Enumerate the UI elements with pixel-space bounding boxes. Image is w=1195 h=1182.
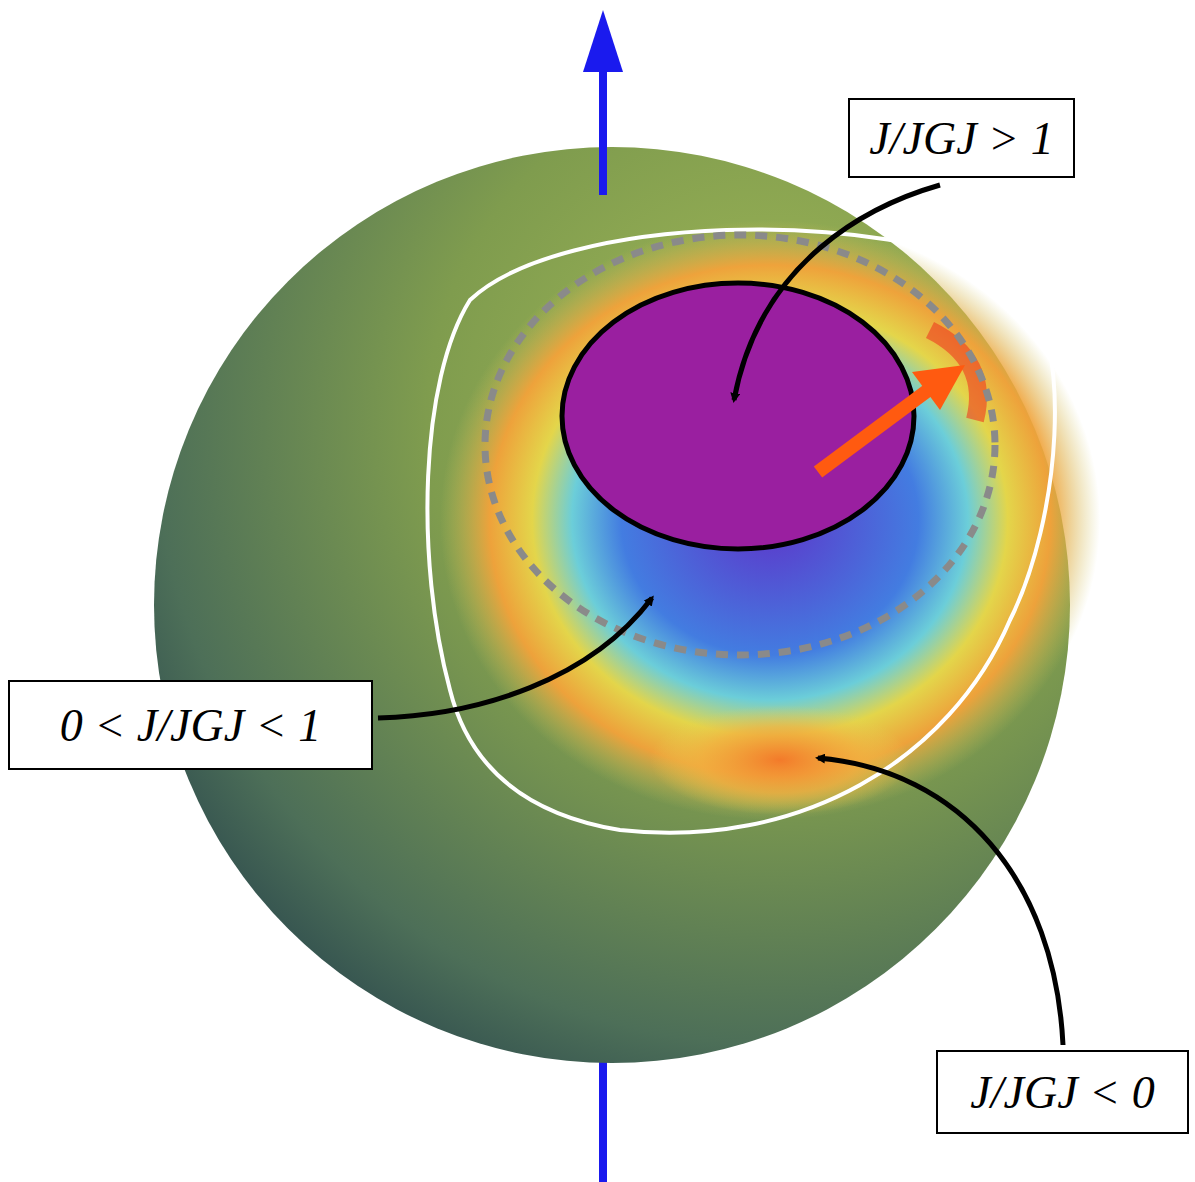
axis-bottom <box>599 1060 607 1182</box>
negative-spot <box>650 705 910 815</box>
polar-cap <box>562 283 914 549</box>
leader-line <box>818 758 1063 1045</box>
magnetic-axis-head <box>912 365 965 410</box>
annotation-box: 0 < J/JGJ < 1 <box>8 680 373 770</box>
annotation-text: J/JGJ < 0 <box>970 1066 1154 1119</box>
zero-contour <box>427 229 1054 832</box>
annotation-box: J/JGJ < 0 <box>936 1050 1189 1134</box>
dashed-contour <box>485 235 995 655</box>
magnetic-axis <box>818 385 935 472</box>
leader-line <box>734 185 940 400</box>
annotation-text: 0 < J/JGJ < 1 <box>60 699 321 752</box>
annotation-box: J/JGJ > 1 <box>848 98 1075 178</box>
leader-line <box>378 598 652 718</box>
annotation-text: J/JGJ > 1 <box>869 112 1053 165</box>
axis-top <box>599 60 607 195</box>
axis-head <box>583 10 623 72</box>
